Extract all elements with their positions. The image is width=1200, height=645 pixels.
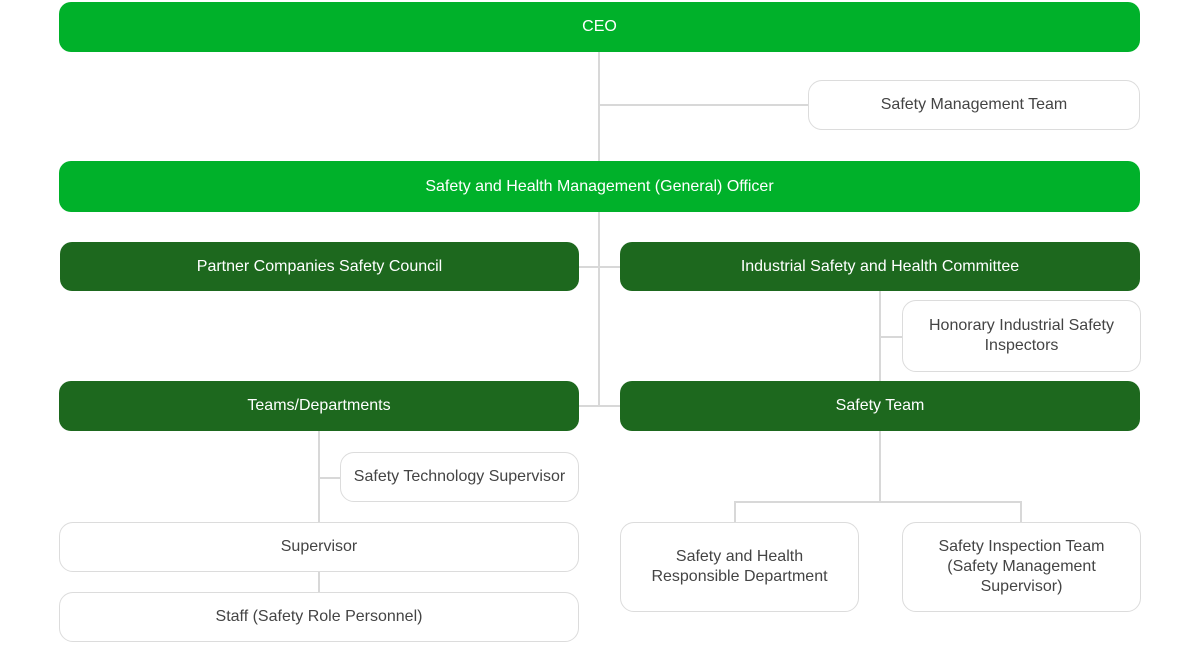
node-general-officer: Safety and Health Management (General) O… xyxy=(59,161,1140,212)
node-committee: Industrial Safety and Health Committee xyxy=(620,242,1140,291)
node-tech-supervisor-label: Safety Technology Supervisor xyxy=(353,468,566,485)
connector-tech-supervisor xyxy=(318,477,341,479)
node-honorary-inspectors: Honorary Industrial Safety Inspectors xyxy=(902,300,1141,372)
connector-teams-safetyteam xyxy=(578,405,621,407)
connector-officer-trunk xyxy=(598,211,600,407)
node-inspection-team: Safety Inspection Team (Safety Managemen… xyxy=(902,522,1141,612)
connector-supervisor-staff xyxy=(318,571,320,593)
node-supervisor: Supervisor xyxy=(59,522,579,572)
connector-responsible-dept xyxy=(734,501,736,523)
node-supervisor-label: Supervisor xyxy=(280,538,358,555)
node-partner-council-label: Partner Companies Safety Council xyxy=(196,257,443,275)
node-committee-label: Industrial Safety and Health Committee xyxy=(740,257,1020,275)
node-responsible-dept-label: Safety and Health Responsible Department xyxy=(651,548,828,585)
connector-inspection-team xyxy=(1020,501,1022,523)
node-tech-supervisor: Safety Technology Supervisor xyxy=(340,452,579,502)
node-teams-departments: Teams/Departments xyxy=(59,381,579,431)
node-inspection-team-label: Safety Inspection Team (Safety Managemen… xyxy=(938,538,1105,595)
connector-teams-trunk xyxy=(318,430,320,523)
node-safety-team-label: Safety Team xyxy=(835,397,925,414)
connector-honorary xyxy=(879,336,903,338)
node-staff: Staff (Safety Role Personnel) xyxy=(59,592,579,642)
connector-safetyteam-trunk xyxy=(879,430,881,502)
connector-ceo-trunk xyxy=(598,51,600,163)
node-safety-management-team-label: Safety Management Team xyxy=(880,96,1068,113)
node-teams-departments-label: Teams/Departments xyxy=(247,397,391,414)
connector-safetyteam-branch xyxy=(734,501,1022,503)
node-honorary-inspectors-label: Honorary Industrial Safety Inspectors xyxy=(929,317,1114,354)
node-staff-label: Staff (Safety Role Personnel) xyxy=(215,608,423,625)
node-partner-council: Partner Companies Safety Council xyxy=(60,242,579,291)
node-ceo-label: CEO xyxy=(582,18,617,35)
node-responsible-dept: Safety and Health Responsible Department xyxy=(620,522,859,612)
node-ceo: CEO xyxy=(59,2,1140,52)
connector-council-committee xyxy=(578,266,621,268)
node-safety-team: Safety Team xyxy=(620,381,1140,431)
node-general-officer-label: Safety and Health Management (General) O… xyxy=(425,177,774,195)
connector-safety-mgmt-team xyxy=(598,104,809,106)
node-safety-management-team: Safety Management Team xyxy=(808,80,1140,130)
